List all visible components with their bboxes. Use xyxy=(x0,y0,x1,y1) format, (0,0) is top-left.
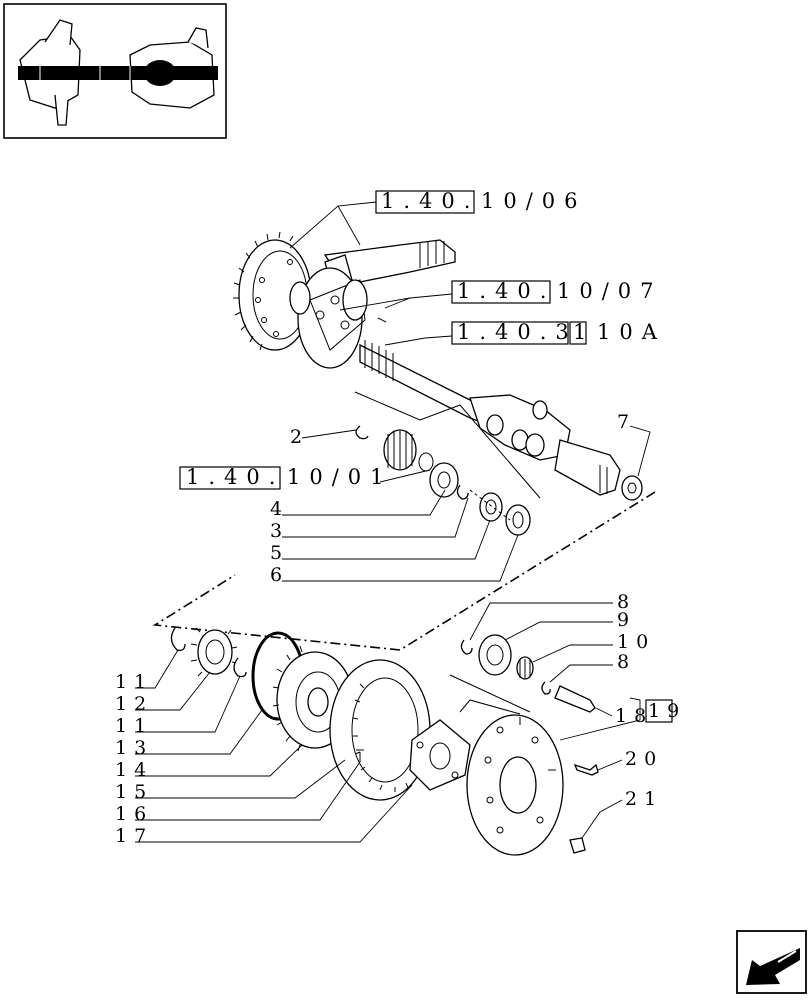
callout-14: 14 xyxy=(115,744,303,781)
reference-3[interactable]: 1.40.3 1 10A xyxy=(451,320,666,345)
svg-text:16: 16 xyxy=(115,803,153,825)
svg-text:10/07: 10/07 xyxy=(557,279,663,303)
svg-text:10: 10 xyxy=(617,631,655,653)
svg-text:1.40.3: 1.40.3 xyxy=(457,320,578,344)
reference-1[interactable]: 1.40. 10/06 xyxy=(375,189,587,214)
callout-4: 4 xyxy=(270,489,446,520)
reference-2[interactable]: 1.40. 10/07 xyxy=(451,279,663,304)
callout-12: 12 xyxy=(115,671,211,715)
svg-text:18: 18 xyxy=(615,705,653,727)
callout-6: 6 xyxy=(270,534,519,586)
callout-10: 10 xyxy=(532,631,655,663)
crown-wheel-group xyxy=(233,231,643,501)
svg-text:14: 14 xyxy=(115,759,153,781)
svg-text:11: 11 xyxy=(115,715,153,737)
svg-text:10/01: 10/01 xyxy=(287,465,393,489)
svg-text:8: 8 xyxy=(617,591,636,613)
svg-text:1.40.: 1.40. xyxy=(381,189,479,213)
svg-text:13: 13 xyxy=(115,737,153,759)
svg-text:2: 2 xyxy=(290,426,309,448)
reference-4[interactable]: 1.40. 10/01 xyxy=(179,465,393,490)
callout-7: 7 xyxy=(617,411,651,477)
svg-text:10/06: 10/06 xyxy=(481,189,587,213)
callout-3: 3 xyxy=(270,497,469,542)
svg-text:20: 20 xyxy=(625,748,663,770)
svg-text:11: 11 xyxy=(115,671,153,693)
svg-text:3: 3 xyxy=(270,520,289,542)
svg-text:1: 1 xyxy=(573,320,595,344)
arrow-nav-icon[interactable] xyxy=(736,930,807,994)
callout-9: 9 xyxy=(504,609,636,641)
svg-text:8: 8 xyxy=(617,651,636,673)
callout-5: 5 xyxy=(270,519,491,564)
callout-8a: 8 xyxy=(469,591,636,641)
svg-text:1.40.: 1.40. xyxy=(457,279,555,303)
svg-text:9: 9 xyxy=(617,609,636,631)
svg-text:1.40.: 1.40. xyxy=(186,465,284,489)
callout-15: 15 xyxy=(115,759,346,803)
svg-text:4: 4 xyxy=(270,498,289,520)
callout-11a: 11 xyxy=(115,649,179,693)
callout-21: 21 xyxy=(581,788,663,839)
axle-assembly-thumbnail[interactable] xyxy=(3,3,227,139)
svg-text:21: 21 xyxy=(625,788,663,810)
callout-13: 13 xyxy=(115,709,263,759)
svg-text:6: 6 xyxy=(270,564,289,586)
callout-17: 17 xyxy=(115,784,413,847)
svg-text:12: 12 xyxy=(115,693,153,715)
callout-20: 20 xyxy=(597,748,663,771)
svg-text:19: 19 xyxy=(648,700,686,722)
shaft-small-parts xyxy=(355,425,531,536)
svg-text:10A: 10A xyxy=(597,320,666,344)
callout-8b: 8 xyxy=(549,651,636,683)
callout-11b: 11 xyxy=(115,675,241,737)
lower-differential-parts xyxy=(170,627,599,856)
callout-16: 16 xyxy=(115,761,361,825)
callout-2: 2 xyxy=(290,426,357,448)
svg-text:7: 7 xyxy=(617,411,636,433)
svg-text:15: 15 xyxy=(115,781,153,803)
callout-18: 18 xyxy=(595,705,653,727)
svg-text:17: 17 xyxy=(115,825,153,847)
svg-text:5: 5 xyxy=(270,542,289,564)
callout-19[interactable]: 19 xyxy=(559,697,686,741)
